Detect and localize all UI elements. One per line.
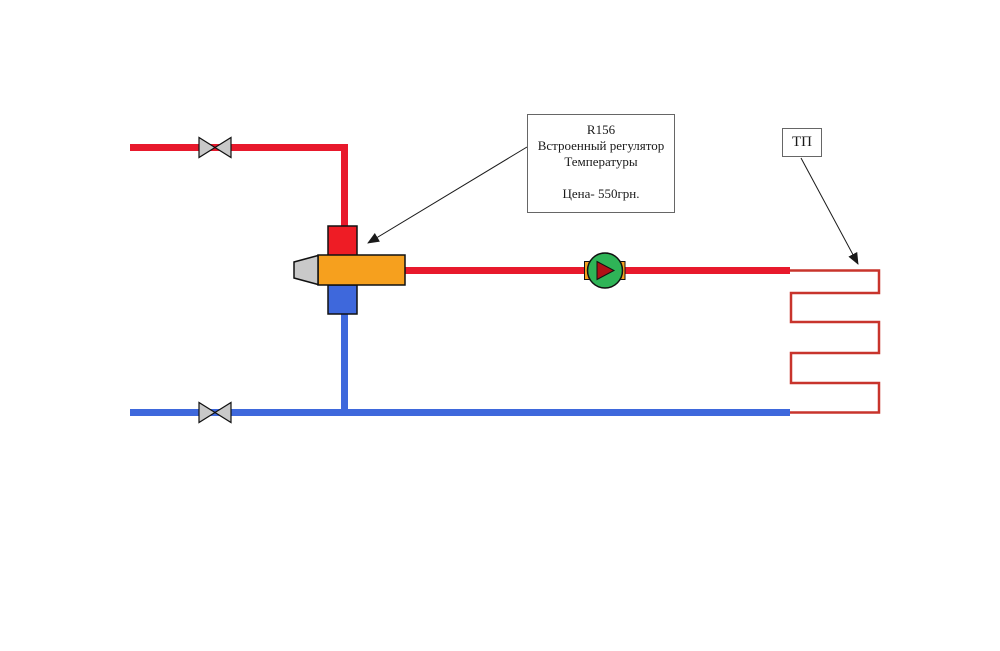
floor-label-leader-arrow — [800, 157, 859, 265]
annotation-price: Цена- 550грн. — [562, 186, 640, 201]
mixing-valve-icon — [293, 225, 406, 315]
floor-label-box: ТП — [782, 128, 822, 157]
annotation-title: R156 — [586, 122, 616, 137]
annotation-box: R156 Встроенный регулятор Температуры Це… — [527, 114, 675, 213]
mixing-valve-body — [317, 254, 406, 286]
annotation-line2: Встроенный регулятор — [537, 138, 665, 153]
mixing-valve-spindle-cone — [293, 254, 319, 286]
floor-heating-loop — [789, 269, 881, 414]
mixing-valve-cold-port — [327, 284, 358, 315]
floor-label-text: ТП — [792, 134, 812, 150]
annotation-leader-arrow — [367, 146, 528, 244]
pump-flow-arrow — [596, 260, 616, 281]
annotation-line3: Температуры — [564, 154, 638, 169]
circulation-pump-icon — [584, 252, 626, 289]
supply-valve-icon — [198, 136, 232, 159]
mixing-valve-hot-inlet — [327, 225, 358, 257]
supply-pipe-hot — [130, 144, 348, 230]
return-valve-icon — [198, 401, 232, 424]
